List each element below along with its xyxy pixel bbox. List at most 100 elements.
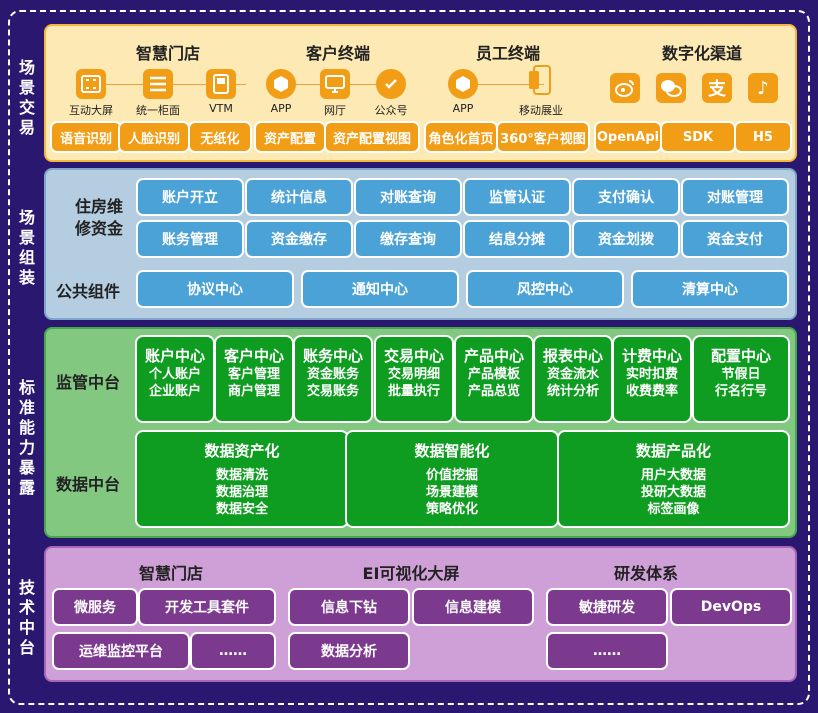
group-title-client-terminal: 客户终端	[305, 44, 370, 63]
more-button[interactable]: ……	[190, 632, 276, 670]
card-item: 价值挖掘	[425, 468, 478, 483]
interest-allocation-button[interactable]: 结息分摊	[463, 220, 571, 258]
card-item: 数据安全	[215, 502, 268, 517]
tech-group-title-rd: 研发体系	[613, 564, 678, 583]
card-item: 收费费率	[625, 384, 678, 399]
icon-label: APP	[452, 102, 474, 115]
counter-icon	[143, 69, 173, 99]
icon-label: 移动展业	[519, 104, 563, 117]
group-title-smart-store: 智慧门店	[135, 44, 200, 63]
connector-line	[106, 84, 246, 85]
card-item: 投研大数据	[640, 485, 706, 500]
card-item: 资金流水	[546, 367, 599, 382]
devops-button[interactable]: DevOps	[670, 588, 792, 626]
tech-group-title-ei: EI可视化大屏	[362, 564, 460, 583]
card-item: 产品模板	[467, 367, 520, 382]
card-item: 行名行号	[714, 384, 767, 399]
layer-capability: 监管中台 数据中台 账户中心 个人账户 企业账户 客户中心 客户管理 商户管理 …	[44, 327, 797, 538]
card-item: 交易明细	[387, 367, 440, 382]
web-icon	[320, 69, 350, 99]
more-button[interactable]: ……	[546, 632, 668, 670]
card-item: 交易账务	[306, 384, 359, 399]
card-item: 数据清洗	[215, 468, 268, 483]
icon-label: VTM	[209, 102, 233, 115]
paperless-button[interactable]: 无纸化	[188, 121, 252, 153]
card-title: 数据智能化	[414, 442, 490, 460]
side-label-capability: 标准能力暴露	[18, 378, 35, 497]
dev-toolkit-button[interactable]: 开发工具套件	[138, 588, 276, 626]
card-item: 企业账户	[148, 384, 201, 399]
fund-transfer-button[interactable]: 资金划拨	[572, 220, 680, 258]
card-item: 个人账户	[148, 367, 201, 382]
card-item: 标签画像	[647, 502, 700, 517]
reconcile-manage-button[interactable]: 对账管理	[681, 178, 789, 216]
icon-label: 互动大屏	[69, 104, 113, 117]
statistics-info-button[interactable]: 统计信息	[245, 178, 353, 216]
asset-config-button[interactable]: 资产配置	[254, 121, 326, 153]
sdk-button[interactable]: SDK	[660, 121, 736, 153]
drill-down-button[interactable]: 信息下钻	[288, 588, 410, 626]
card-item: 资金账务	[306, 367, 359, 382]
face-recognition-button[interactable]: 人脸识别	[118, 121, 190, 153]
side-label-scene-assembly: 场景组装	[18, 208, 35, 287]
customer-360-view-button[interactable]: 360°客户视图	[496, 121, 590, 153]
asset-config-view-button[interactable]: 资产配置视图	[324, 121, 420, 153]
card-item: 商户管理	[227, 384, 280, 399]
housing-fund-label: 住房维 修资金	[74, 197, 123, 238]
box-icon	[266, 69, 296, 99]
role-homepage-button[interactable]: 角色化首页	[424, 121, 498, 153]
icon-label: APP	[270, 102, 292, 115]
report-center-card[interactable]: 报表中心 资金流水 统计分析	[533, 335, 613, 423]
fund-deposit-button[interactable]: 资金缴存	[245, 220, 353, 258]
mobile-icon	[526, 65, 556, 96]
reconcile-query-button[interactable]: 对账查询	[354, 178, 462, 216]
deposit-query-button[interactable]: 缴存查询	[354, 220, 462, 258]
regulatory-auth-button[interactable]: 监管认证	[463, 178, 571, 216]
config-center-card[interactable]: 配置中心 节假日 行名行号	[692, 335, 790, 423]
box-icon	[448, 69, 478, 99]
side-label-tech: 技术中台	[18, 578, 35, 657]
layer-scene-assembly: 住房维 修资金 公共组件 账户开立 统计信息 对账查询 监管认证 支付确认 对账…	[44, 168, 797, 320]
card-item: 实时扣费	[625, 367, 678, 382]
tiktok-icon: ♪	[748, 73, 778, 103]
risk-center-button[interactable]: 风控中心	[466, 270, 624, 308]
notification-center-button[interactable]: 通知中心	[301, 270, 459, 308]
alipay-icon: 支	[702, 73, 732, 103]
ops-monitor-button[interactable]: 运维监控平台	[52, 632, 190, 670]
product-center-card[interactable]: 产品中心 产品模板 产品总览	[454, 335, 534, 423]
data-assetization-card[interactable]: 数据资产化 数据清洗 数据治理 数据安全	[135, 430, 349, 528]
payment-confirm-button[interactable]: 支付确认	[572, 178, 680, 216]
info-modeling-button[interactable]: 信息建模	[412, 588, 534, 626]
fund-payment-button[interactable]: 资金支付	[681, 220, 789, 258]
connector-line	[462, 84, 544, 85]
group-title-staff-terminal: 员工终端	[475, 44, 540, 63]
transaction-center-card[interactable]: 交易中心 交易明细 批量执行	[374, 335, 454, 423]
card-title: 账务中心	[302, 347, 363, 365]
card-title: 报表中心	[542, 347, 603, 365]
data-intelligence-card[interactable]: 数据智能化 价值挖掘 场景建模 策略优化	[345, 430, 559, 528]
agile-rd-button[interactable]: 敏捷研发	[546, 588, 668, 626]
account-center-card[interactable]: 账户中心 个人账户 企业账户	[135, 335, 215, 423]
clearing-center-button[interactable]: 清算中心	[631, 270, 789, 308]
card-item: 用户大数据	[640, 468, 706, 483]
data-analysis-button[interactable]: 数据分析	[288, 632, 410, 670]
group-title-digital-channel: 数字化渠道	[661, 44, 742, 63]
accounting-center-card[interactable]: 账务中心 资金账务 交易账务	[293, 335, 373, 423]
voice-recognition-button[interactable]: 语音识别	[50, 121, 122, 153]
h5-button[interactable]: H5	[734, 121, 792, 153]
wechat-icon	[656, 73, 686, 103]
screen-icon	[76, 69, 106, 99]
account-open-button[interactable]: 账户开立	[136, 178, 244, 216]
microservice-button[interactable]: 微服务	[52, 588, 138, 626]
agreement-center-button[interactable]: 协议中心	[136, 270, 294, 308]
card-item: 客户管理	[227, 367, 280, 382]
accounting-manage-button[interactable]: 账务管理	[136, 220, 244, 258]
data-productization-card[interactable]: 数据产品化 用户大数据 投研大数据 标签画像	[557, 430, 790, 528]
billing-center-card[interactable]: 计费中心 实时扣费 收费费率	[612, 335, 692, 423]
icon-label: 网厅	[324, 104, 346, 117]
customer-center-card[interactable]: 客户中心 客户管理 商户管理	[214, 335, 294, 423]
icon-label: 统一柜面	[136, 104, 180, 117]
card-item: 统计分析	[546, 384, 599, 399]
card-item: 策略优化	[425, 502, 478, 517]
openapi-button[interactable]: OpenApi	[594, 121, 662, 153]
